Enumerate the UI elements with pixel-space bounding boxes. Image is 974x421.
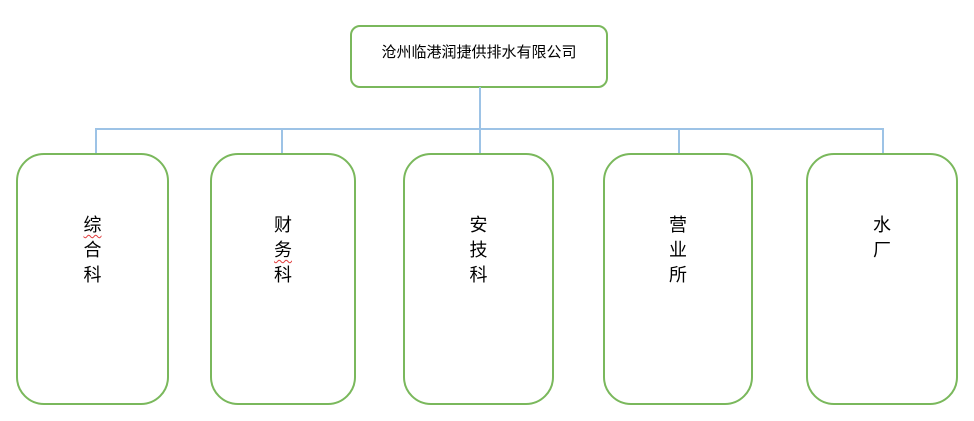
dept-label-char: 科: [83, 265, 102, 285]
connector-drop: [281, 129, 283, 154]
dept-label-char: 财: [274, 215, 292, 235]
dept-label-char: 务: [274, 240, 292, 260]
dept-label-char: 水: [873, 215, 891, 235]
dept-label-char: 安: [469, 215, 488, 235]
root-box[interactable]: 沧州临港润捷供排水有限公司: [350, 25, 608, 88]
connector-drop: [95, 129, 97, 154]
dept-label-char: 营: [669, 215, 687, 235]
connector-drop: [882, 129, 884, 154]
dept-label-char: 厂: [873, 240, 891, 260]
dept-label-char: 合: [83, 240, 102, 260]
dept-label: 水厂: [808, 213, 956, 263]
dept-box-2[interactable]: 财务科: [210, 153, 356, 405]
dept-label: 安技科: [405, 213, 552, 288]
dept-box-4[interactable]: 营业所: [603, 153, 753, 405]
dept-label: 综合科: [18, 213, 167, 288]
dept-label-char: 科: [274, 265, 292, 285]
dept-label-char: 业: [669, 240, 687, 260]
connector-hline: [95, 128, 884, 130]
connector-drop: [678, 129, 680, 154]
dept-label-char: 所: [669, 265, 687, 285]
dept-label-char: 综: [83, 215, 102, 235]
dept-label: 财务科: [212, 213, 354, 288]
dept-label-char: 科: [469, 265, 488, 285]
dept-box-1[interactable]: 综合科: [16, 153, 169, 405]
connector-drop: [479, 129, 481, 154]
dept-box-5[interactable]: 水厂: [806, 153, 958, 405]
dept-label-char: 技: [469, 240, 488, 260]
root-box-label: 沧州临港润捷供排水有限公司: [381, 45, 577, 61]
dept-box-3[interactable]: 安技科: [403, 153, 554, 405]
connector-stem: [479, 87, 481, 129]
dept-label: 营业所: [605, 213, 751, 288]
